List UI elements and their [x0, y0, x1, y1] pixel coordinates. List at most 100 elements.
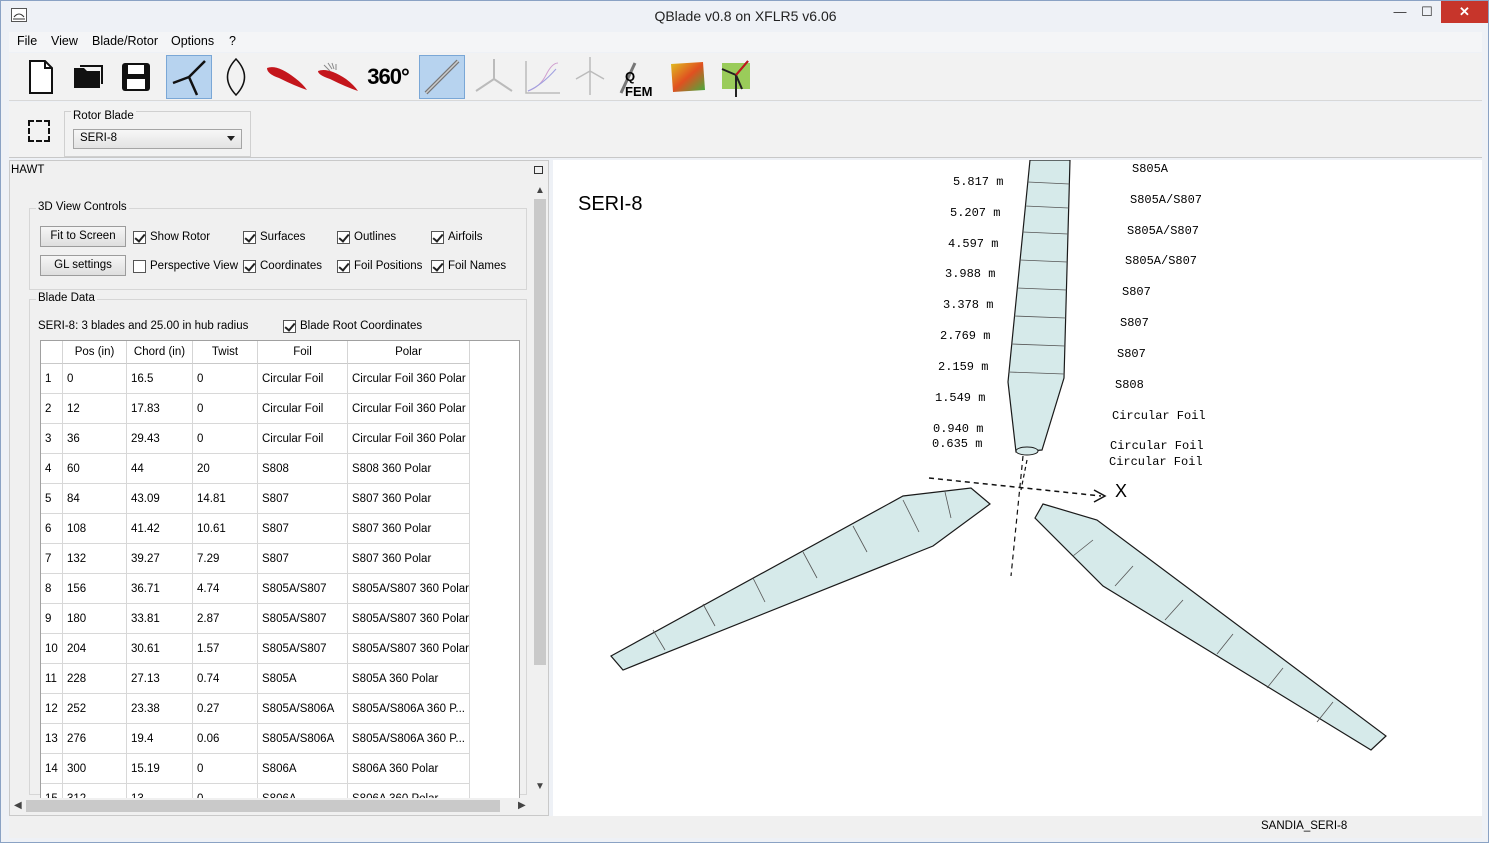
- table-cell[interactable]: S807: [258, 514, 348, 544]
- scroll-thumb[interactable]: [534, 199, 546, 665]
- header-foil[interactable]: Foil: [258, 341, 348, 364]
- foil-names-checkbox[interactable]: Foil Names: [431, 259, 506, 273]
- table-cell[interactable]: 33.81: [127, 604, 193, 634]
- table-cell[interactable]: S807 360 Polar: [348, 544, 470, 574]
- table-cell[interactable]: S807 360 Polar: [348, 484, 470, 514]
- table-cell[interactable]: S805A/S807 360 Polar: [348, 634, 470, 664]
- table-cell[interactable]: S807: [258, 484, 348, 514]
- table-cell[interactable]: 0.06: [193, 724, 258, 754]
- table-cell[interactable]: 17.83: [127, 394, 193, 424]
- scroll-down-icon[interactable]: ▼: [535, 781, 545, 792]
- outlines-checkbox[interactable]: Outlines: [337, 230, 396, 244]
- table-cell[interactable]: 132: [63, 544, 127, 574]
- scroll-left-icon[interactable]: ◀: [14, 800, 22, 811]
- undock-icon[interactable]: [534, 166, 543, 174]
- save-button[interactable]: [113, 55, 159, 99]
- header-chord[interactable]: Chord (in): [127, 341, 193, 364]
- table-cell[interactable]: S806A 360 Polar: [348, 754, 470, 784]
- table-cell[interactable]: 60: [63, 454, 127, 484]
- table-cell[interactable]: 84: [63, 484, 127, 514]
- minimize-button[interactable]: —: [1393, 4, 1407, 19]
- qfem-button[interactable]: Q FEM: [615, 55, 661, 99]
- rotor-blade-select[interactable]: SERI-8: [73, 129, 242, 149]
- table-cell[interactable]: 23.38: [127, 694, 193, 724]
- table-cell[interactable]: 0: [193, 754, 258, 784]
- table-cell[interactable]: 16.5: [127, 364, 193, 394]
- graph-button[interactable]: [519, 55, 565, 99]
- scroll-up-icon[interactable]: ▲: [535, 185, 545, 196]
- vawt-mode-button[interactable]: [213, 55, 259, 99]
- table-cell[interactable]: S805A/S806A 360 P...: [348, 694, 470, 724]
- header-pos[interactable]: Pos (in): [63, 341, 127, 364]
- airfoils-checkbox[interactable]: Airfoils: [431, 230, 483, 244]
- table-cell[interactable]: 0.74: [193, 664, 258, 694]
- table-cell[interactable]: Circular Foil: [258, 364, 348, 394]
- table-cell[interactable]: 20: [193, 454, 258, 484]
- table-cell[interactable]: S805A: [258, 664, 348, 694]
- header-polar[interactable]: Polar: [348, 341, 470, 364]
- table-cell[interactable]: Circular Foil 360 Polar: [348, 394, 470, 424]
- blade-design-button[interactable]: [419, 55, 465, 99]
- title-bar[interactable]: QBlade v0.8 on XFLR5 v6.06 — ☐ ✕: [1, 1, 1488, 31]
- table-cell[interactable]: 36: [63, 424, 127, 454]
- rotor-simulation-button[interactable]: [471, 55, 517, 99]
- perspective-view-checkbox[interactable]: Perspective View: [133, 259, 238, 273]
- table-cell[interactable]: Circular Foil: [258, 424, 348, 454]
- table-cell[interactable]: S807: [258, 544, 348, 574]
- table-cell[interactable]: 39.27: [127, 544, 193, 574]
- table-cell[interactable]: S805A/S807: [258, 574, 348, 604]
- table-cell[interactable]: S805A/S807 360 Polar: [348, 574, 470, 604]
- table-cell[interactable]: 27.13: [127, 664, 193, 694]
- table-cell[interactable]: 276: [63, 724, 127, 754]
- table-cell[interactable]: 36.71: [127, 574, 193, 604]
- close-button[interactable]: ✕: [1441, 1, 1488, 23]
- table-cell[interactable]: 0: [193, 424, 258, 454]
- table-cell[interactable]: 156: [63, 574, 127, 604]
- table-cell[interactable]: S805A 360 Polar: [348, 664, 470, 694]
- turbine-dynamics-button[interactable]: [713, 55, 759, 99]
- airfoil-polar-button[interactable]: [315, 55, 361, 99]
- hawt-mode-button[interactable]: [166, 55, 212, 99]
- new-button[interactable]: [18, 55, 64, 99]
- maximize-button[interactable]: ☐: [1421, 4, 1433, 19]
- menu-options[interactable]: Options: [171, 34, 215, 48]
- horizontal-scrollbar[interactable]: ◀ ▶: [10, 798, 532, 814]
- table-cell[interactable]: Circular Foil: [258, 394, 348, 424]
- table-cell[interactable]: S805A/S807: [258, 604, 348, 634]
- wind-field-button[interactable]: [665, 55, 711, 99]
- table-cell[interactable]: S805A/S806A 360 P...: [348, 724, 470, 754]
- coordinates-checkbox[interactable]: Coordinates: [243, 259, 322, 273]
- table-cell[interactable]: Circular Foil 360 Polar: [348, 364, 470, 394]
- polar-360-button[interactable]: 360°: [365, 55, 411, 99]
- header-twist[interactable]: Twist: [193, 341, 258, 364]
- table-cell[interactable]: 2.87: [193, 604, 258, 634]
- table-cell[interactable]: 4.74: [193, 574, 258, 604]
- menu-help[interactable]: ?: [229, 34, 236, 48]
- table-cell[interactable]: 19.4: [127, 724, 193, 754]
- table-cell[interactable]: 180: [63, 604, 127, 634]
- surfaces-checkbox[interactable]: Surfaces: [243, 230, 305, 244]
- foil-positions-checkbox[interactable]: Foil Positions: [337, 259, 422, 273]
- table-cell[interactable]: 30.61: [127, 634, 193, 664]
- table-cell[interactable]: 1.57: [193, 634, 258, 664]
- table-cell[interactable]: 43.09: [127, 484, 193, 514]
- table-cell[interactable]: S807 360 Polar: [348, 514, 470, 544]
- table-cell[interactable]: 0.27: [193, 694, 258, 724]
- table-cell[interactable]: S808: [258, 454, 348, 484]
- scroll-thumb[interactable]: [26, 800, 500, 812]
- turbine-button[interactable]: [567, 55, 613, 99]
- table-cell[interactable]: S806A: [258, 754, 348, 784]
- blade-root-coordinates-checkbox[interactable]: Blade Root Coordinates: [283, 319, 422, 333]
- table-cell[interactable]: 15.19: [127, 754, 193, 784]
- table-cell[interactable]: 29.43: [127, 424, 193, 454]
